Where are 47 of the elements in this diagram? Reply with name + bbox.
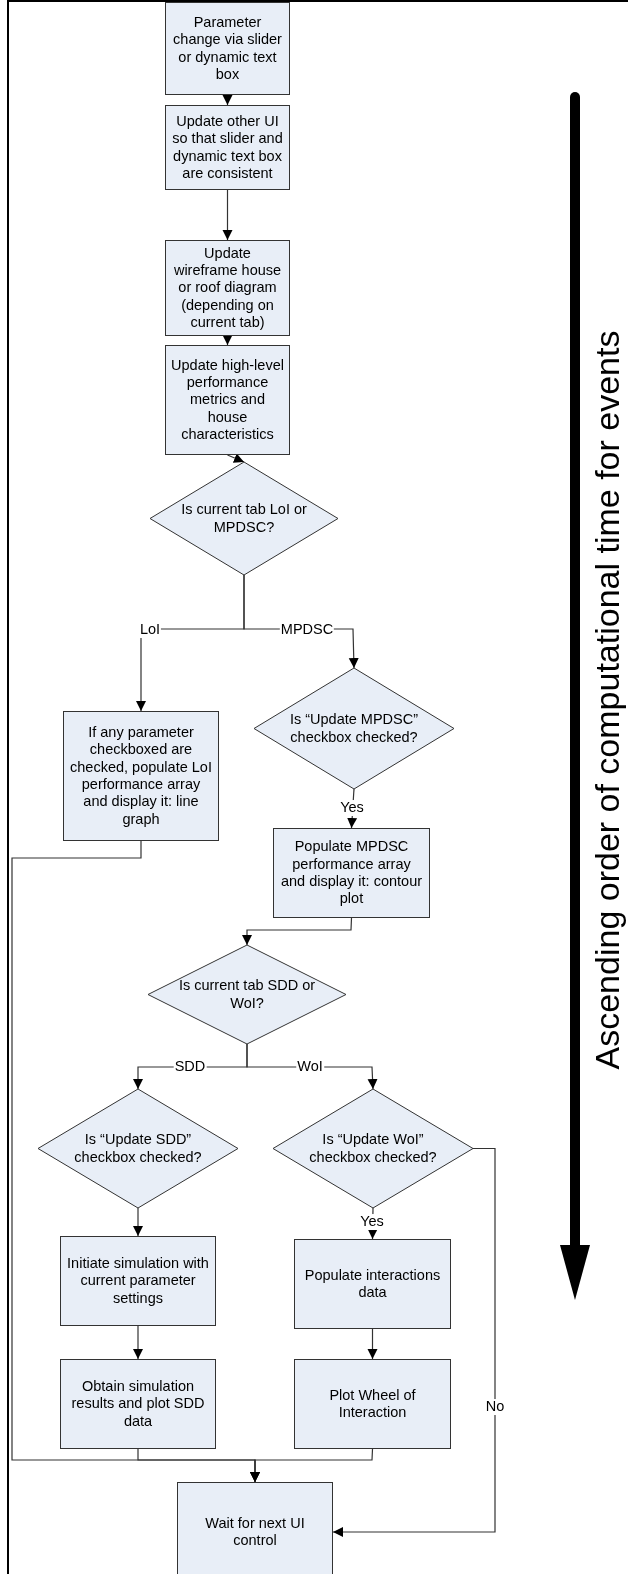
arrow	[222, 94, 233, 106]
node-text: Update other UI so that slider and dynamic text box are consistent	[171, 112, 284, 183]
node-text: Obtain simulation results and plot SDD data	[70, 1377, 206, 1431]
edge-label: No	[484, 1399, 506, 1415]
edge-label: Yes	[339, 800, 365, 816]
decision-diamond	[148, 945, 346, 1044]
node-text: Update high-level performance metrics and house characteristics	[171, 356, 284, 444]
node-text: Is “Update SDD” checkbox checked?	[73, 1131, 203, 1166]
edge-label: Yes	[359, 1214, 385, 1230]
node-text: Is “Update WoI” checkbox checked?	[308, 1131, 438, 1166]
node-text: If any parameter checkboxed are checked, populate LoI performance array and display it: line graph	[69, 723, 213, 829]
arrow	[242, 917, 353, 946]
process-box	[294, 1359, 451, 1449]
edge-label: LoI	[138, 622, 162, 638]
arrow	[222, 189, 233, 241]
process-box	[165, 345, 290, 455]
process-box	[165, 105, 290, 190]
decision-diamond	[273, 1089, 473, 1208]
arrow	[226, 453, 245, 463]
arrow	[133, 1325, 143, 1360]
arrow	[250, 1448, 374, 1483]
process-box	[165, 2, 290, 95]
node-text: Is “Update MPDSC” checkbox checked?	[288, 711, 420, 746]
decision-diamond	[254, 668, 454, 789]
axis-caption: Ascending order of computational time for events	[590, 330, 624, 1070]
node-text: Parameter change via slider or dynamic text box	[172, 13, 283, 84]
process-box	[165, 240, 290, 336]
node-text: Is current tab LoI or MPDSC?	[180, 501, 308, 536]
arrow	[332, 1147, 496, 1537]
arrow	[133, 1207, 143, 1237]
node-text: Plot Wheel of Interaction	[328, 1386, 417, 1422]
node-text: Populate MPDSC performance array and display it: contour plot	[279, 838, 424, 908]
node-text: Wait for next UI control	[204, 1514, 306, 1550]
node-text: Update wireframe house or roof diagram (depending on current tab)	[172, 244, 283, 332]
process-box	[273, 828, 430, 918]
arrow	[367, 1328, 378, 1360]
node-text: Is current tab SDD or WoI?	[178, 977, 316, 1012]
process-box	[63, 711, 219, 841]
node-text: Initiate simulation with current parameter settings	[66, 1254, 210, 1308]
decision-diamond	[150, 462, 338, 575]
decision-diamond	[38, 1089, 238, 1208]
process-box	[294, 1239, 451, 1329]
node-text: Populate interactions data	[303, 1266, 442, 1302]
process-box	[60, 1359, 216, 1449]
process-box	[60, 1236, 216, 1326]
arrow	[222, 335, 233, 346]
process-box	[177, 1482, 333, 1574]
